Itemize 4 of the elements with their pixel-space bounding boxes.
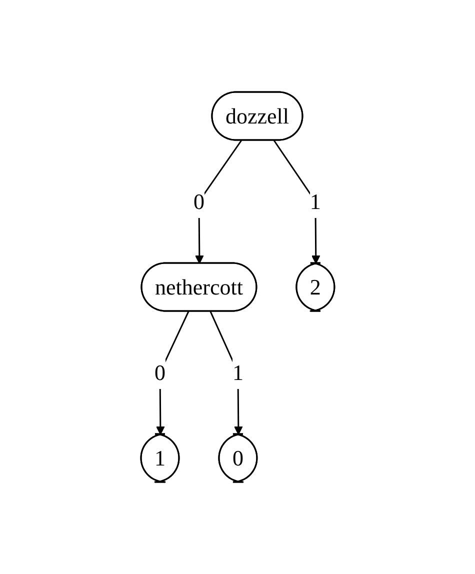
edge-label: 1 xyxy=(232,360,244,385)
edge-label: 0 xyxy=(154,360,166,385)
edge-label: 1 xyxy=(310,188,321,214)
edge-label: 0 xyxy=(193,188,204,214)
